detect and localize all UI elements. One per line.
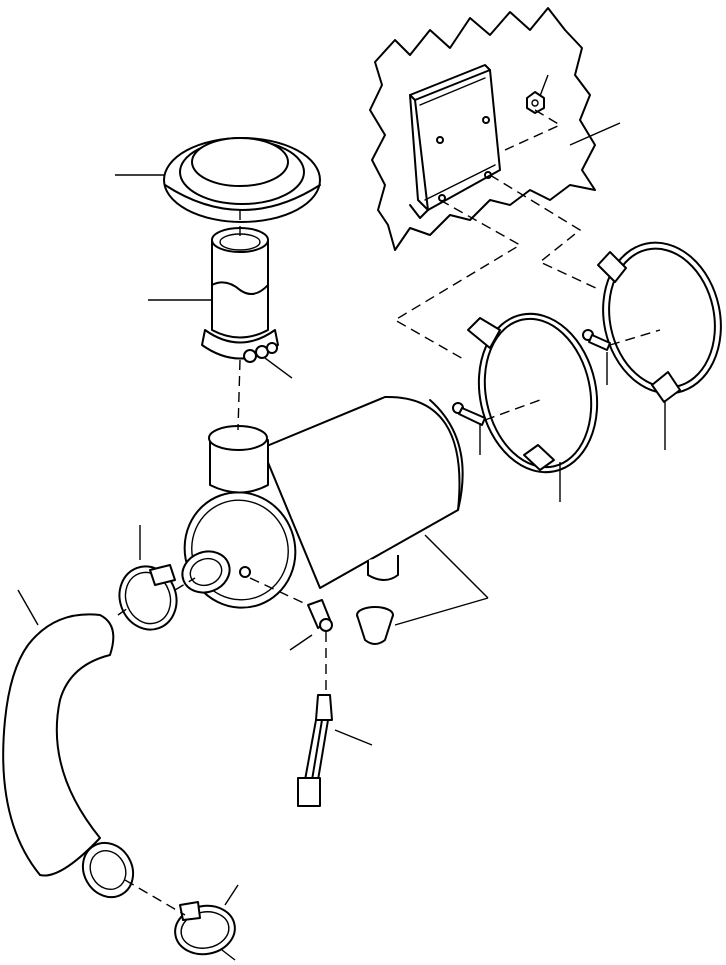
mounting-bracket: [409, 64, 501, 219]
bolt-rear: [582, 329, 611, 351]
inlet-clamp: [243, 342, 278, 363]
bolt-front: [452, 402, 486, 426]
dust-valve: [356, 606, 394, 645]
hose-clamp-lower: [174, 901, 236, 956]
assembly-lines: [117, 109, 661, 916]
inlet-pipe: [201, 227, 279, 360]
mounting-band-front: [467, 312, 599, 474]
hose-clamp-upper: [118, 564, 178, 631]
precleaner-cap: [163, 137, 321, 223]
restriction-sensor: [297, 599, 333, 807]
leader-lines: [17, 74, 666, 961]
nut: [526, 91, 545, 114]
mounting-band-rear: [597, 241, 722, 403]
intake-hose: [2, 613, 135, 899]
air-cleaner-housing: [181, 395, 464, 609]
